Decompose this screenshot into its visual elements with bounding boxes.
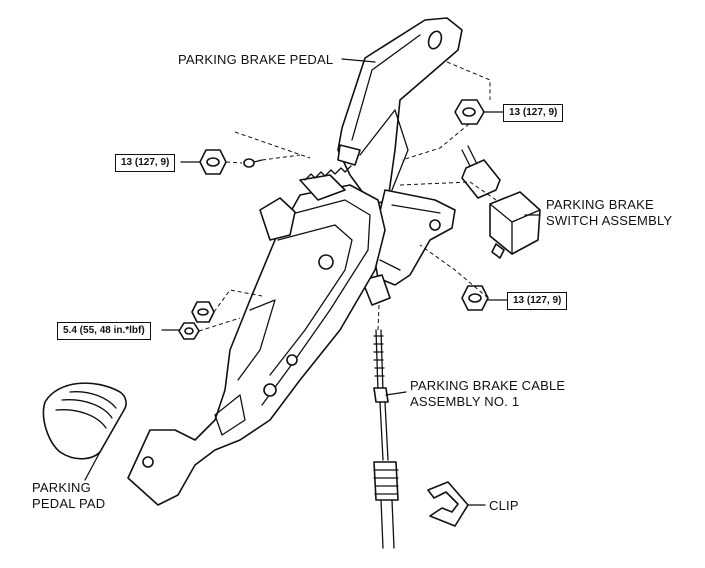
label-cable-line1: PARKING BRAKE CABLE — [410, 378, 566, 393]
torque-bottom-left: 5.4 (55, 48 in.*lbf) — [57, 322, 151, 340]
nut-bottom-left-lower — [178, 322, 200, 340]
label-switch-line2: SWITCH ASSEMBLY — [546, 213, 673, 228]
clip — [427, 481, 469, 527]
label-switch-line1: PARKING BRAKE — [546, 197, 654, 212]
leader-lines — [84, 58, 541, 506]
label-pad-line2: PEDAL PAD — [32, 496, 106, 511]
label-clip: CLIP — [489, 498, 519, 513]
bolt-left — [243, 158, 263, 168]
torque-bottom-right: 13 (127, 9) — [507, 292, 568, 310]
connector — [461, 145, 501, 199]
pedal-upper-bracket — [337, 17, 463, 206]
nut-left — [199, 149, 227, 175]
return-spring — [304, 165, 352, 181]
torque-left: 13 (127, 9) — [115, 154, 176, 172]
label-parking-brake-pedal: PARKING BRAKE PEDAL — [178, 52, 334, 67]
pedal-arm — [127, 174, 386, 506]
nut-bottom-right — [461, 285, 489, 311]
pedal-pad — [42, 382, 127, 460]
label-cable-line2: ASSEMBLY NO. 1 — [410, 394, 520, 409]
torque-top-right: 13 (127, 9) — [503, 104, 564, 122]
parking-brake-cable — [373, 329, 399, 549]
nut-bottom-left-upper — [191, 301, 215, 323]
nut-top-right — [454, 99, 485, 125]
parking-brake-switch — [489, 191, 541, 259]
label-pad-line1: PARKING — [32, 480, 91, 495]
assembly-lines — [198, 61, 497, 332]
